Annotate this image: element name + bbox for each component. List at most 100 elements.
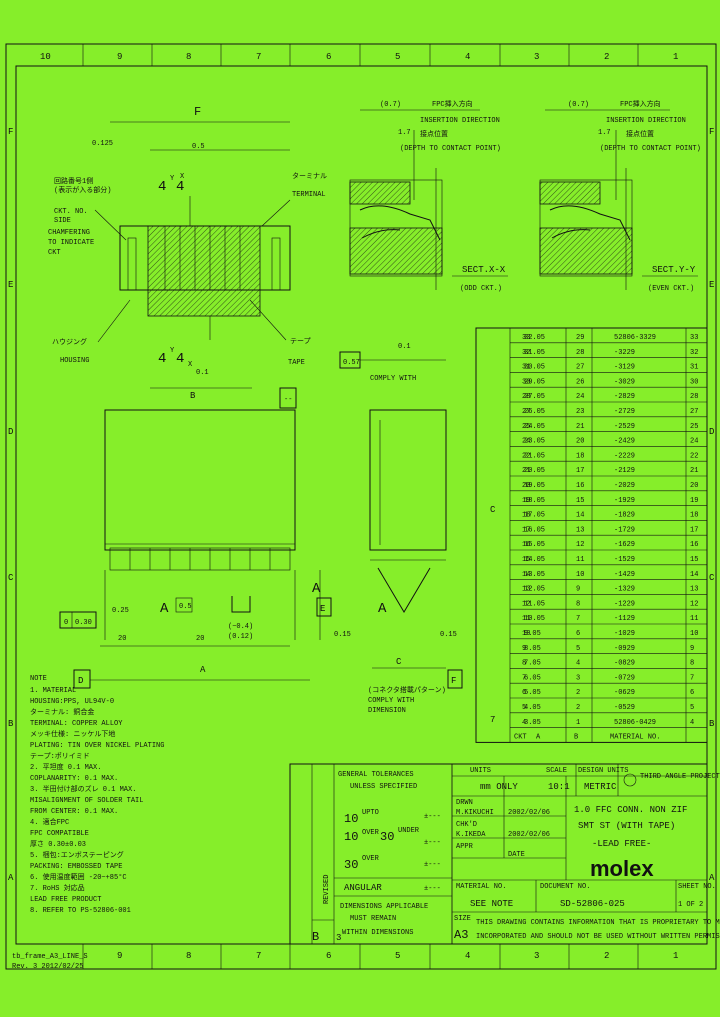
table-cell: 26 bbox=[576, 378, 584, 386]
dim-20a: 20 bbox=[118, 635, 126, 643]
table-cell: 25 bbox=[522, 423, 530, 431]
svg-text:0.1: 0.1 bbox=[398, 343, 411, 351]
title-block: REVISED B 3 GENERAL TOLERANCES UNLESS SP… bbox=[289, 763, 720, 945]
col-marker: 7 bbox=[256, 951, 261, 961]
ckt-label: CKT bbox=[48, 249, 61, 257]
table-cell: 16 bbox=[576, 482, 584, 490]
chamfering-label: CHAMFERING bbox=[48, 229, 90, 237]
table-cell: -2029 bbox=[614, 482, 635, 490]
document-value: SD-52806-025 bbox=[560, 899, 625, 909]
fpc-insert-1: FPC挿入方向 bbox=[432, 99, 473, 109]
col-marker: 9 bbox=[117, 951, 122, 961]
table-cell: 7 bbox=[522, 674, 526, 682]
approved-label: APPR bbox=[456, 843, 474, 851]
col-marker: 5 bbox=[395, 951, 400, 961]
table-cell: 11.05 bbox=[524, 600, 545, 608]
units-label: UNITS bbox=[470, 767, 491, 775]
row-marker: D bbox=[8, 427, 13, 437]
table-cell: 21.05 bbox=[524, 452, 545, 460]
table-cell: 20 bbox=[576, 438, 584, 446]
drawn-by: M.KIKUCHI bbox=[456, 809, 494, 817]
datum-f bbox=[447, 669, 463, 689]
datum-f-label: F bbox=[451, 676, 456, 686]
table-cell: 5 bbox=[522, 704, 526, 712]
svg-text:(−0.4): (−0.4) bbox=[228, 623, 253, 631]
table-cell-ckt-right: 18 bbox=[690, 512, 698, 520]
table-cell: 2 bbox=[576, 689, 580, 697]
table-cell: -2729 bbox=[614, 408, 635, 416]
note-line: FPC COMPATIBLE bbox=[30, 830, 89, 838]
datum-d-label: D bbox=[78, 676, 83, 686]
table-cell: -1329 bbox=[614, 586, 635, 594]
section-x-x: (0.7) FPC挿入方向 INSERTION DIRECTION 1.7 接点… bbox=[349, 99, 508, 293]
ca-note: (コネクタ搭載パターン) bbox=[368, 685, 446, 695]
datum-box bbox=[279, 387, 297, 409]
table-cell: 29 bbox=[576, 334, 584, 342]
note-line: 1. MATERIAL bbox=[30, 687, 76, 695]
svg-text:0.15: 0.15 bbox=[334, 631, 351, 639]
table-cell: 13 bbox=[522, 586, 530, 594]
svg-text:0.15: 0.15 bbox=[440, 631, 457, 639]
table-cell-ckt-right: 11 bbox=[690, 615, 698, 623]
svg-text:X: X bbox=[188, 361, 193, 369]
col-marker: 1 bbox=[673, 52, 678, 62]
col-marker: 4 bbox=[465, 52, 470, 62]
size-value: A3 bbox=[454, 928, 468, 942]
table-cell: 7.05 bbox=[524, 660, 541, 668]
dim-05b: 0.5 bbox=[179, 603, 192, 611]
svg-text:1.7: 1.7 bbox=[598, 129, 611, 137]
row-marker: B bbox=[8, 719, 14, 729]
svg-text:OVER: OVER bbox=[362, 855, 380, 863]
front-view-main: 0.25 A 0.5 (−0.4) (0.12) 0 0.30 20 20 A … bbox=[59, 409, 310, 689]
proprietary-2: INCORPORATED AND SHOULD NOT BE USED WITH… bbox=[476, 933, 720, 941]
table-cell-ckt-right: 25 bbox=[690, 423, 698, 431]
dim-05: 0.5 bbox=[192, 143, 205, 151]
drawn-date: 2002/02/06 bbox=[508, 809, 550, 817]
table-cell: 7 bbox=[576, 615, 580, 623]
table-cell: 5 bbox=[576, 645, 580, 653]
note-line: COPLANARITY: 0.1 MAX. bbox=[30, 775, 118, 783]
col-marker: 9 bbox=[117, 52, 122, 62]
table-cell: 6 bbox=[576, 630, 580, 638]
table-cell-ckt-right: 14 bbox=[690, 571, 698, 579]
table-cell: 19.05 bbox=[524, 482, 545, 490]
note-line: MISALIGNMENT OF SOLDER TAIL bbox=[30, 797, 143, 805]
table-header: B bbox=[574, 733, 578, 741]
row-marker: F bbox=[8, 127, 13, 137]
table-cell: 13.05 bbox=[524, 571, 545, 579]
note-line: LEAD FREE PRODUCT bbox=[30, 896, 101, 904]
table-cell: 24 bbox=[576, 393, 584, 401]
table-cell-ckt-right: 10 bbox=[690, 630, 698, 638]
table-cell-ckt-right: 22 bbox=[690, 452, 698, 460]
row-marker: A bbox=[8, 873, 14, 883]
note-line: PLATING: TIN OVER NICKEL PLATING bbox=[30, 742, 164, 750]
table-cell: -3229 bbox=[614, 349, 635, 357]
table-cell: 21 bbox=[522, 467, 530, 475]
table-cell: 27 bbox=[576, 364, 584, 372]
table-cell: -1029 bbox=[614, 630, 635, 638]
table-cell: 26.05 bbox=[524, 408, 545, 416]
svg-text:--: -- bbox=[284, 396, 292, 404]
table-cell-ckt-right: 20 bbox=[690, 482, 698, 490]
tol-2: ±--- bbox=[424, 839, 441, 847]
tolerance-frame bbox=[59, 611, 97, 629]
table-cell: 18 bbox=[522, 512, 530, 520]
table-cell: 12.05 bbox=[524, 586, 545, 594]
col-marker: 10 bbox=[40, 52, 51, 62]
table-cell: -1529 bbox=[614, 556, 635, 564]
note-line: TERMINAL: COPPER ALLOY bbox=[30, 720, 123, 728]
table-cell: 8 bbox=[576, 600, 580, 608]
table-cell: 19 bbox=[522, 497, 530, 505]
housing-outline-main bbox=[104, 409, 296, 551]
table-cell: 10.05 bbox=[524, 615, 545, 623]
svg-text:X: X bbox=[180, 173, 185, 181]
scale-value: 10:1 bbox=[548, 782, 570, 792]
col-marker: 2 bbox=[604, 951, 609, 961]
outer-frame bbox=[5, 43, 717, 970]
table-cell: 11 bbox=[576, 556, 584, 564]
note-line: PACKING: EMBOSSED TAPE bbox=[30, 863, 122, 871]
section-a-side: A bbox=[378, 601, 387, 617]
dim-025: 0.25 bbox=[112, 607, 129, 615]
notes-title: NOTE bbox=[30, 675, 47, 683]
table-cell: 15.05 bbox=[524, 541, 545, 549]
